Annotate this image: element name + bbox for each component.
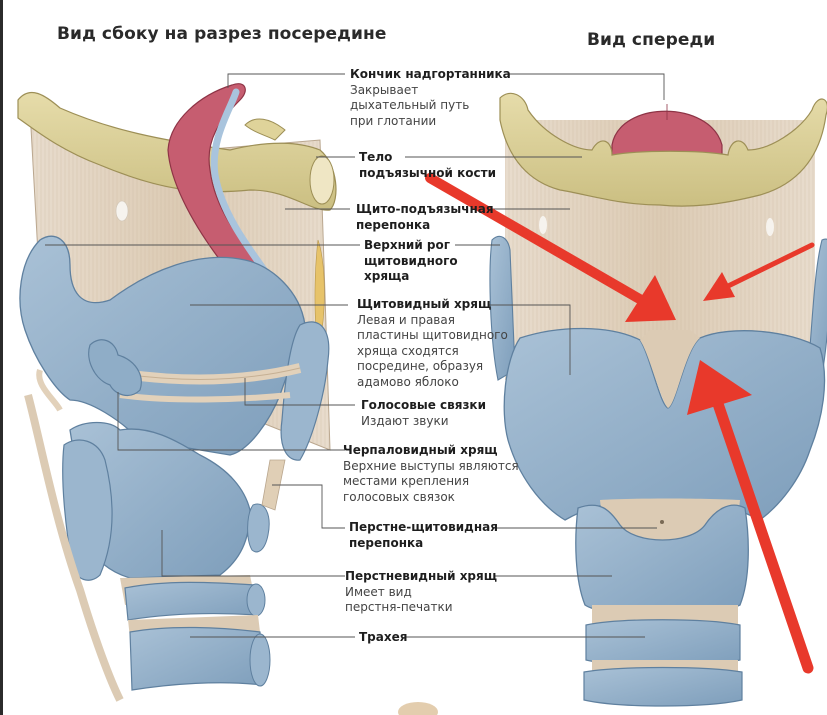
label-desc: голосовых связок: [343, 489, 455, 504]
label-title: Перстневидный хрящ: [345, 569, 497, 583]
label-title: Щито-подъязычная: [356, 202, 494, 216]
red-arrow-2: [703, 242, 815, 301]
label-cricoid-cartilage: Перстневидный хрящ Имеет вид перстня-печ…: [345, 569, 497, 616]
label-desc: Издают звуки: [361, 413, 449, 428]
red-arrow-1: [425, 173, 676, 322]
side-view-drawing: [17, 83, 337, 702]
label-title: Щитовидный хрящ: [357, 297, 492, 311]
label-title: подъязычной кости: [359, 165, 496, 180]
annotation-arrows: [425, 173, 815, 674]
label-thyroid-cartilage: Щитовидный хрящ Левая и правая пластины …: [357, 297, 508, 390]
window-left-border: [0, 0, 3, 715]
label-desc: Верхние выступы являются: [343, 458, 519, 473]
label-title: перепонка: [349, 535, 424, 550]
label-hyoid-body: Тело подъязычной кости: [359, 150, 496, 181]
label-title: Черпаловидный хрящ: [343, 443, 498, 457]
label-title: Трахея: [359, 630, 408, 644]
label-thyroid-superior-horn: Верхний рог щитовидного хряща: [364, 238, 458, 285]
label-title: хряща: [364, 269, 410, 283]
label-desc: местами крепления: [343, 474, 470, 488]
front-view-drawing: [489, 92, 827, 707]
label-epiglottis-tip: Кончик надгортанника Закрывает дыхательн…: [350, 67, 511, 129]
side-view-title: Вид сбоку на разрез посередине: [57, 24, 387, 44]
label-cricothyroid-membrane: Перстне-щитовидная перепонка: [349, 520, 498, 551]
label-desc: Имеет вид: [345, 584, 412, 599]
label-arytenoid-cartilage: Черпаловидный хрящ Верхние выступы являю…: [343, 443, 519, 505]
label-desc: хряща сходятся: [357, 343, 459, 358]
label-title: щитовидного: [364, 253, 458, 268]
leader-lines: [45, 73, 665, 638]
label-title: Кончик надгортанника: [350, 67, 511, 81]
label-title: Тело: [359, 150, 393, 164]
label-desc: Закрывает: [350, 82, 419, 97]
label-thyrohyoid-membrane: Щито-подъязычная перепонка: [356, 202, 494, 233]
label-vocal-cords: Голосовые связки Издают звуки: [361, 398, 486, 429]
label-desc: пластины щитовидного: [357, 328, 508, 342]
label-desc: перстня-печатки: [345, 600, 453, 614]
label-desc: посредине, образуя: [357, 359, 484, 373]
label-title: перепонка: [356, 217, 431, 232]
label-desc: дыхательный путь: [350, 98, 470, 112]
label-title: Перстне-щитовидная: [349, 520, 498, 534]
label-trachea: Трахея: [359, 630, 407, 646]
front-view-title: Вид спереди: [587, 30, 716, 50]
red-arrow-3: [687, 360, 814, 674]
label-desc: адамово яблоко: [357, 374, 459, 389]
label-title: Голосовые связки: [361, 398, 486, 412]
label-title: Верхний рог: [364, 238, 451, 252]
label-desc: при глотании: [350, 113, 437, 128]
label-desc: Левая и правая: [357, 312, 455, 327]
